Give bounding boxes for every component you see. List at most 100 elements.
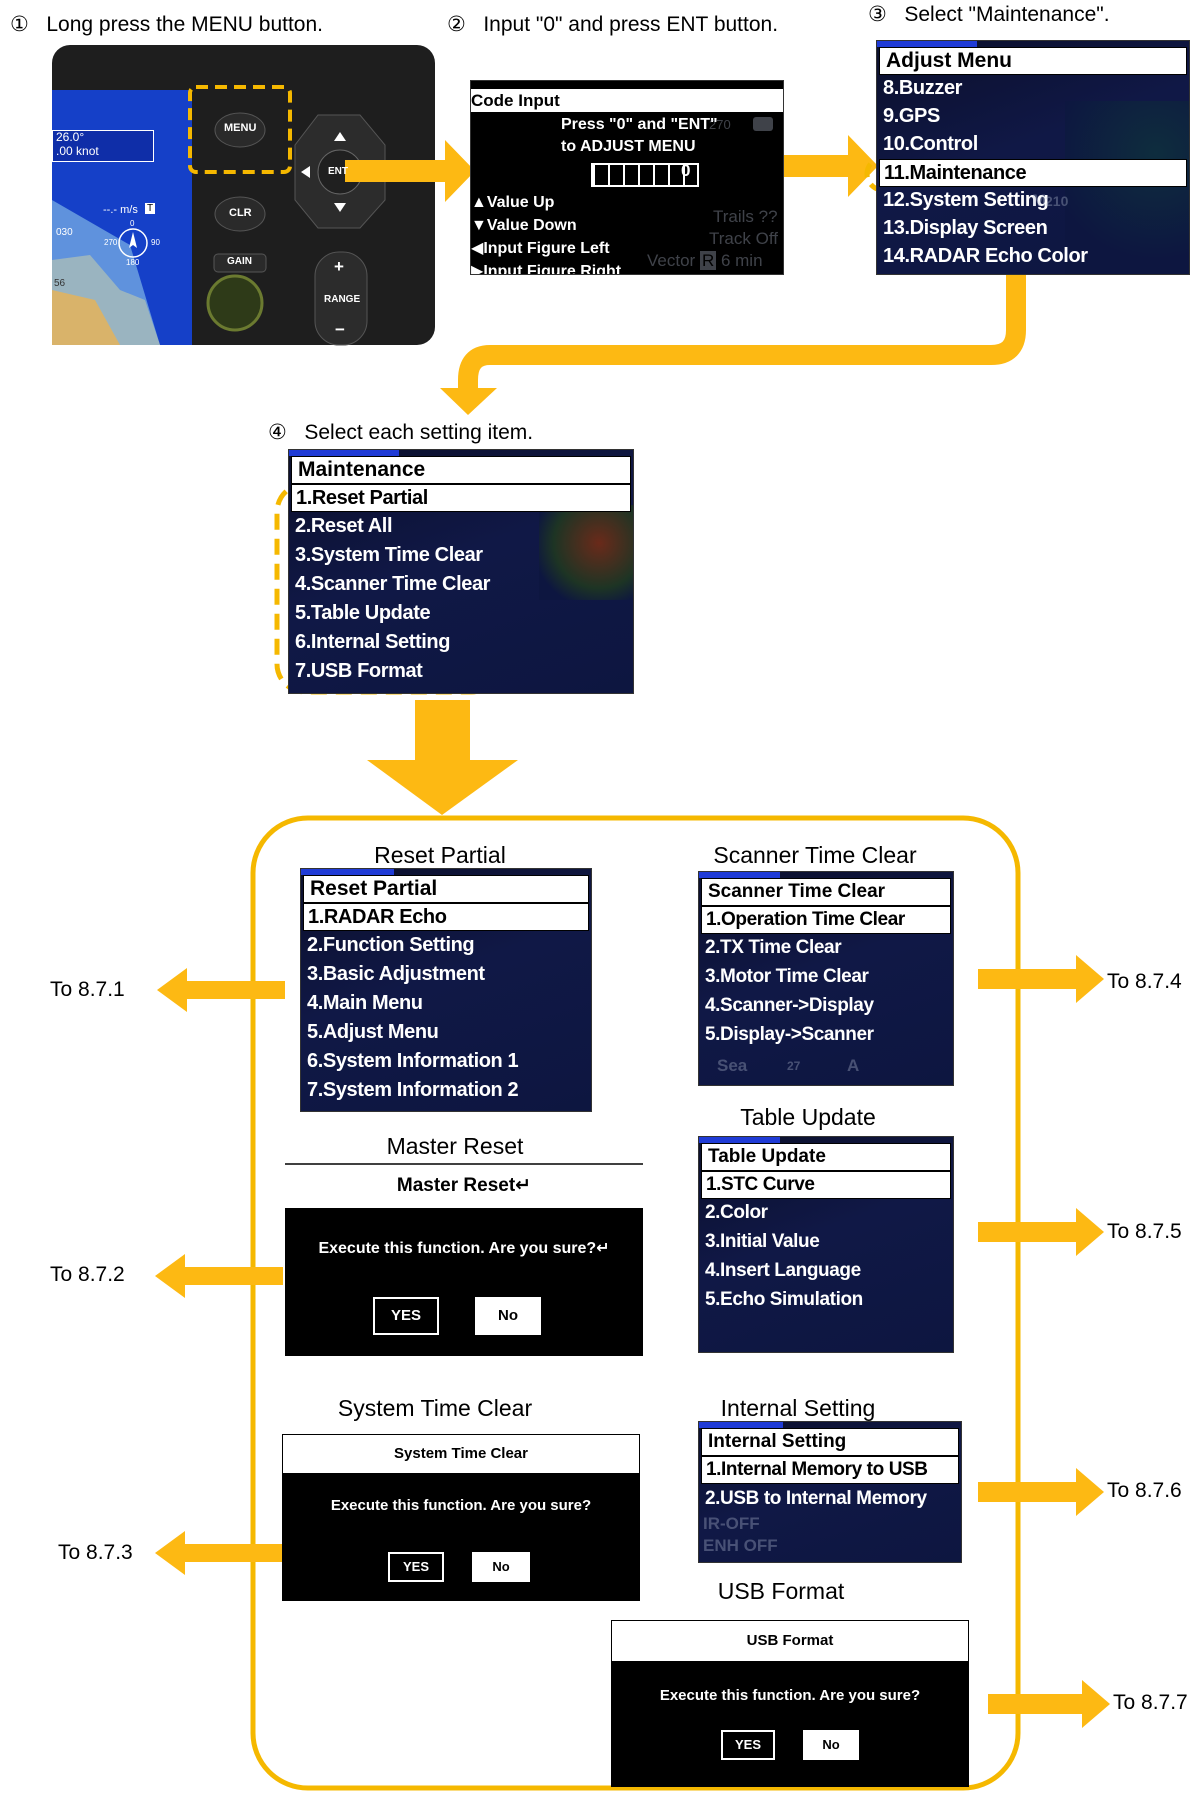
step3-text: Select "Maintenance".	[904, 3, 1110, 26]
pad-up-icon[interactable]	[334, 132, 346, 141]
adjust-menu-item-selected[interactable]: 11.Maintenance	[879, 159, 1187, 187]
adjust-menu-item[interactable]: 10.Control	[883, 133, 978, 155]
adjust-menu-item[interactable]: 9.GPS	[883, 105, 940, 127]
reset-partial-item[interactable]: 7.System Information 2	[307, 1079, 519, 1101]
reset-partial-item-selected[interactable]: 1.RADAR Echo	[303, 903, 589, 931]
clr-button-label[interactable]: CLR	[229, 207, 252, 219]
reset-partial-item[interactable]: 6.System Information 1	[307, 1050, 519, 1072]
device-wind-t: T	[145, 203, 156, 214]
code-input-keys: ▲Value Up ▼Value Down ◀Input Figure Left…	[471, 191, 621, 274]
adjust-menu-screen: Adjust Menu 8.Buzzer 9.GPS 10.Control 11…	[876, 40, 1190, 275]
arrow-to-876	[978, 1468, 1104, 1516]
adjust-menu-item[interactable]: 8.Buzzer	[883, 77, 963, 99]
goto-875: To 8.7.5	[1107, 1220, 1182, 1243]
device-wind: --.- m/s	[103, 204, 138, 216]
screen-accent-bar	[699, 1137, 781, 1143]
scanner-time-item-selected[interactable]: 1.Operation Time Clear	[701, 906, 951, 934]
scanner-time-item[interactable]: 4.Scanner->Display	[705, 995, 874, 1016]
maintenance-item[interactable]: 2.Reset All	[295, 515, 393, 537]
scanner-time-item[interactable]: 2.TX Time Clear	[705, 937, 842, 958]
arrow-step1-to-2	[345, 140, 475, 202]
maintenance-screen: Maintenance 1.Reset Partial 2.Reset All …	[288, 449, 634, 694]
maintenance-item[interactable]: 4.Scanner Time Clear	[295, 573, 491, 595]
reset-partial-item[interactable]: 5.Adjust Menu	[307, 1021, 439, 1043]
usb-format-caption: USB Format	[717, 1578, 845, 1604]
master-reset-title: Master Reset↵	[396, 1175, 532, 1196]
device-compass-needle	[129, 232, 137, 248]
usb-format-dialog: USB Format Execute this function. Are yo…	[611, 1620, 969, 1787]
usb-format-yes-button[interactable]: YES	[721, 1730, 775, 1760]
adjust-ghost-210: 210	[1045, 193, 1069, 209]
scanner-time-item[interactable]: 3.Motor Time Clear	[705, 966, 869, 987]
gain-knob[interactable]	[206, 274, 264, 332]
triangle-up-icon: ▲	[471, 194, 487, 211]
adjust-menu-item[interactable]: 13.Display Screen	[883, 217, 1048, 239]
goto-871: To 8.7.1	[50, 978, 125, 1001]
ent-button-label[interactable]: ENT	[328, 166, 348, 177]
internal-setting-caption: Internal Setting	[720, 1395, 876, 1421]
scanner-ghost-sea: Sea	[717, 1056, 748, 1075]
adjust-menu-item[interactable]: 14.RADAR Echo Color	[883, 245, 1088, 267]
internal-setting-title: Internal Setting	[701, 1428, 959, 1456]
goto-877: To 8.7.7	[1113, 1691, 1188, 1714]
scanner-time-item[interactable]: 5.Display->Scanner	[705, 1024, 874, 1045]
goto-873: To 8.7.3	[58, 1541, 133, 1564]
reset-partial-item[interactable]: 3.Basic Adjustment	[307, 963, 485, 985]
goto-876: To 8.7.6	[1107, 1479, 1182, 1502]
internal-setting-item-selected[interactable]: 1.Internal Memory to USB	[701, 1456, 959, 1484]
step4-caption: ④ Select each setting item.	[268, 420, 533, 445]
compass-east: 90	[151, 238, 160, 247]
table-update-item[interactable]: 5.Echo Simulation	[705, 1289, 863, 1310]
internal-setting-item[interactable]: 2.USB to Internal Memory	[705, 1488, 927, 1509]
reset-partial-item[interactable]: 2.Function Setting	[307, 934, 475, 956]
range-minus-icon[interactable]: −	[335, 320, 345, 339]
system-time-no-button[interactable]: No	[472, 1552, 530, 1582]
screen-accent-bar	[699, 872, 781, 878]
table-update-item-selected[interactable]: 1.STC Curve	[701, 1171, 951, 1199]
device-data-box	[52, 130, 154, 162]
device-speed: .00 knot	[56, 144, 99, 158]
code-digit-field[interactable]	[591, 163, 699, 187]
maintenance-item[interactable]: 7.USB Format	[295, 660, 423, 682]
system-time-caption: System Time Clear	[337, 1395, 533, 1421]
panels-frame	[250, 815, 1021, 1791]
gain-button-label[interactable]: GAIN	[227, 256, 252, 267]
maintenance-item[interactable]: 6.Internal Setting	[295, 631, 451, 653]
arrow-to-873	[155, 1531, 283, 1575]
arrow-to-871	[157, 968, 285, 1012]
range-button-label[interactable]: RANGE	[324, 294, 361, 305]
master-reset-yes-button[interactable]: YES	[373, 1297, 439, 1335]
key-value-down-label: Value Down	[486, 217, 577, 234]
master-reset-no-button[interactable]: No	[475, 1297, 541, 1335]
radar-echo-area	[539, 505, 633, 600]
range-plus-icon[interactable]: +	[334, 257, 344, 276]
scanner-time-screen: Scanner Time Clear 1.Operation Time Clea…	[698, 871, 954, 1086]
step3-caption: ③ Select "Maintenance".	[868, 2, 1110, 27]
table-update-item[interactable]: 3.Initial Value	[705, 1231, 820, 1252]
table-update-item[interactable]: 2.Color	[705, 1202, 768, 1223]
clr-button-shape[interactable]	[214, 196, 266, 232]
range-rocker[interactable]	[314, 251, 368, 346]
system-time-yes-button[interactable]: YES	[388, 1552, 444, 1582]
arrow-step3-to-4-head	[440, 388, 497, 415]
menu-button-shape[interactable]	[214, 112, 266, 148]
gain-button-shape[interactable]	[213, 253, 267, 273]
pad-down-icon[interactable]	[334, 203, 346, 212]
maintenance-item-selected[interactable]: 1.Reset Partial	[291, 484, 631, 512]
arrow-step4-to-panels	[367, 700, 518, 815]
maintenance-item[interactable]: 5.Table Update	[295, 602, 431, 624]
code-input-line2: to ADJUST MENU	[561, 138, 696, 155]
pad-left-icon[interactable]	[301, 166, 310, 178]
usb-format-title: USB Format	[611, 1620, 969, 1662]
system-time-question: Execute this function. Are you sure?	[330, 1497, 592, 1514]
table-update-item[interactable]: 4.Insert Language	[705, 1260, 861, 1281]
screen-accent-bar	[289, 450, 400, 456]
scanner-time-title: Scanner Time Clear	[701, 878, 951, 906]
key-value-up: ▲Value Up	[471, 191, 621, 214]
adjust-menu-item[interactable]: 12.System Setting	[883, 189, 1049, 211]
maintenance-item[interactable]: 3.System Time Clear	[295, 544, 483, 566]
reset-partial-item[interactable]: 4.Main Menu	[307, 992, 423, 1014]
menu-button-label[interactable]: MENU	[224, 122, 257, 134]
usb-format-no-button[interactable]: No	[803, 1730, 859, 1760]
